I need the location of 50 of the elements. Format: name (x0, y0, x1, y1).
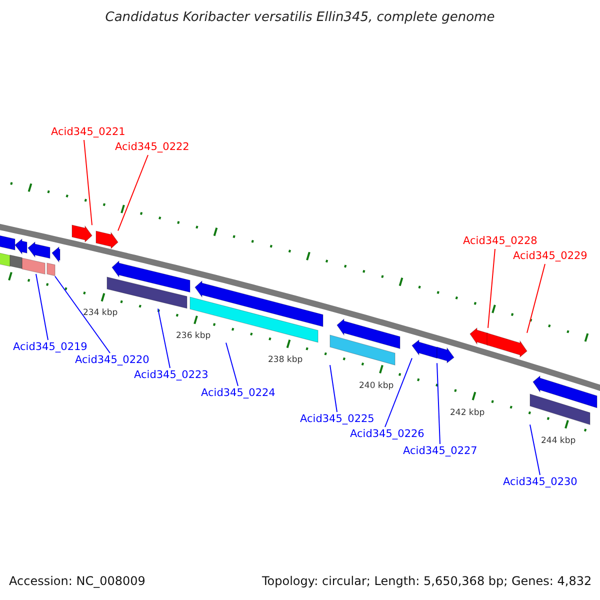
gene-block (436, 346, 454, 364)
gene-block (96, 230, 118, 249)
leader-line (488, 248, 496, 328)
leader-line (118, 154, 148, 232)
gene-label: Acid345_0229 (513, 250, 588, 263)
gene-block (14, 238, 28, 255)
gene-block (0, 232, 16, 251)
leader-line (158, 308, 170, 368)
diagram-title: Candidatus Koribacter versatilis Ellin345, complete genome (104, 10, 496, 25)
gene-label: Acid345_0227 (403, 445, 478, 458)
gene-block (486, 332, 528, 358)
gene-block (532, 375, 598, 408)
leader-line (54, 276, 110, 354)
footer-text: Topology: circular; Length: 5,650,368 bp; Genes: 4,832 (262, 574, 592, 588)
scale-label: 238 kbp (268, 355, 303, 365)
gene-label: Acid345_0220 (75, 354, 150, 367)
scale-label: 234 kbp (83, 308, 118, 318)
gene-block (330, 334, 396, 366)
gene-label: Acid345_0222 (115, 141, 190, 154)
scale-label: 236 kbp (176, 331, 211, 341)
gene-block (72, 224, 92, 243)
gene-label: Acid345_0219 (13, 341, 88, 354)
gene-label: Acid345_0223 (134, 369, 208, 382)
gene-block (28, 241, 50, 258)
gene-label: Acid345_0230 (503, 476, 578, 489)
gene-block (336, 318, 400, 349)
scale-label: 242 kbp (450, 408, 485, 418)
gene-label: Acid345_0224 (201, 387, 276, 400)
gene-label: Acid345_0221 (51, 126, 126, 139)
leader-line (36, 273, 48, 340)
gene-block (0, 250, 10, 267)
leader-line (384, 358, 412, 428)
leader-line (226, 342, 238, 386)
gene-block (470, 327, 488, 346)
scale-label: 240 kbp (359, 381, 394, 391)
gene-block (52, 246, 60, 264)
gene-label: Acid345_0228 (463, 235, 538, 248)
footer-text: Accession: NC_008009 (9, 574, 146, 588)
leader-line (530, 424, 540, 476)
gene-block (194, 280, 324, 328)
gene-block (112, 260, 190, 293)
leader-line (526, 264, 546, 334)
gene-label: Acid345_0225 (300, 413, 374, 426)
leader-line (436, 362, 440, 444)
gene-block (412, 339, 438, 359)
leader-line (330, 364, 338, 412)
scale-label: 244 kbp (541, 436, 576, 446)
gene-label: Acid345_0226 (350, 428, 424, 441)
gene-block (106, 276, 188, 310)
gene-block (530, 394, 590, 426)
